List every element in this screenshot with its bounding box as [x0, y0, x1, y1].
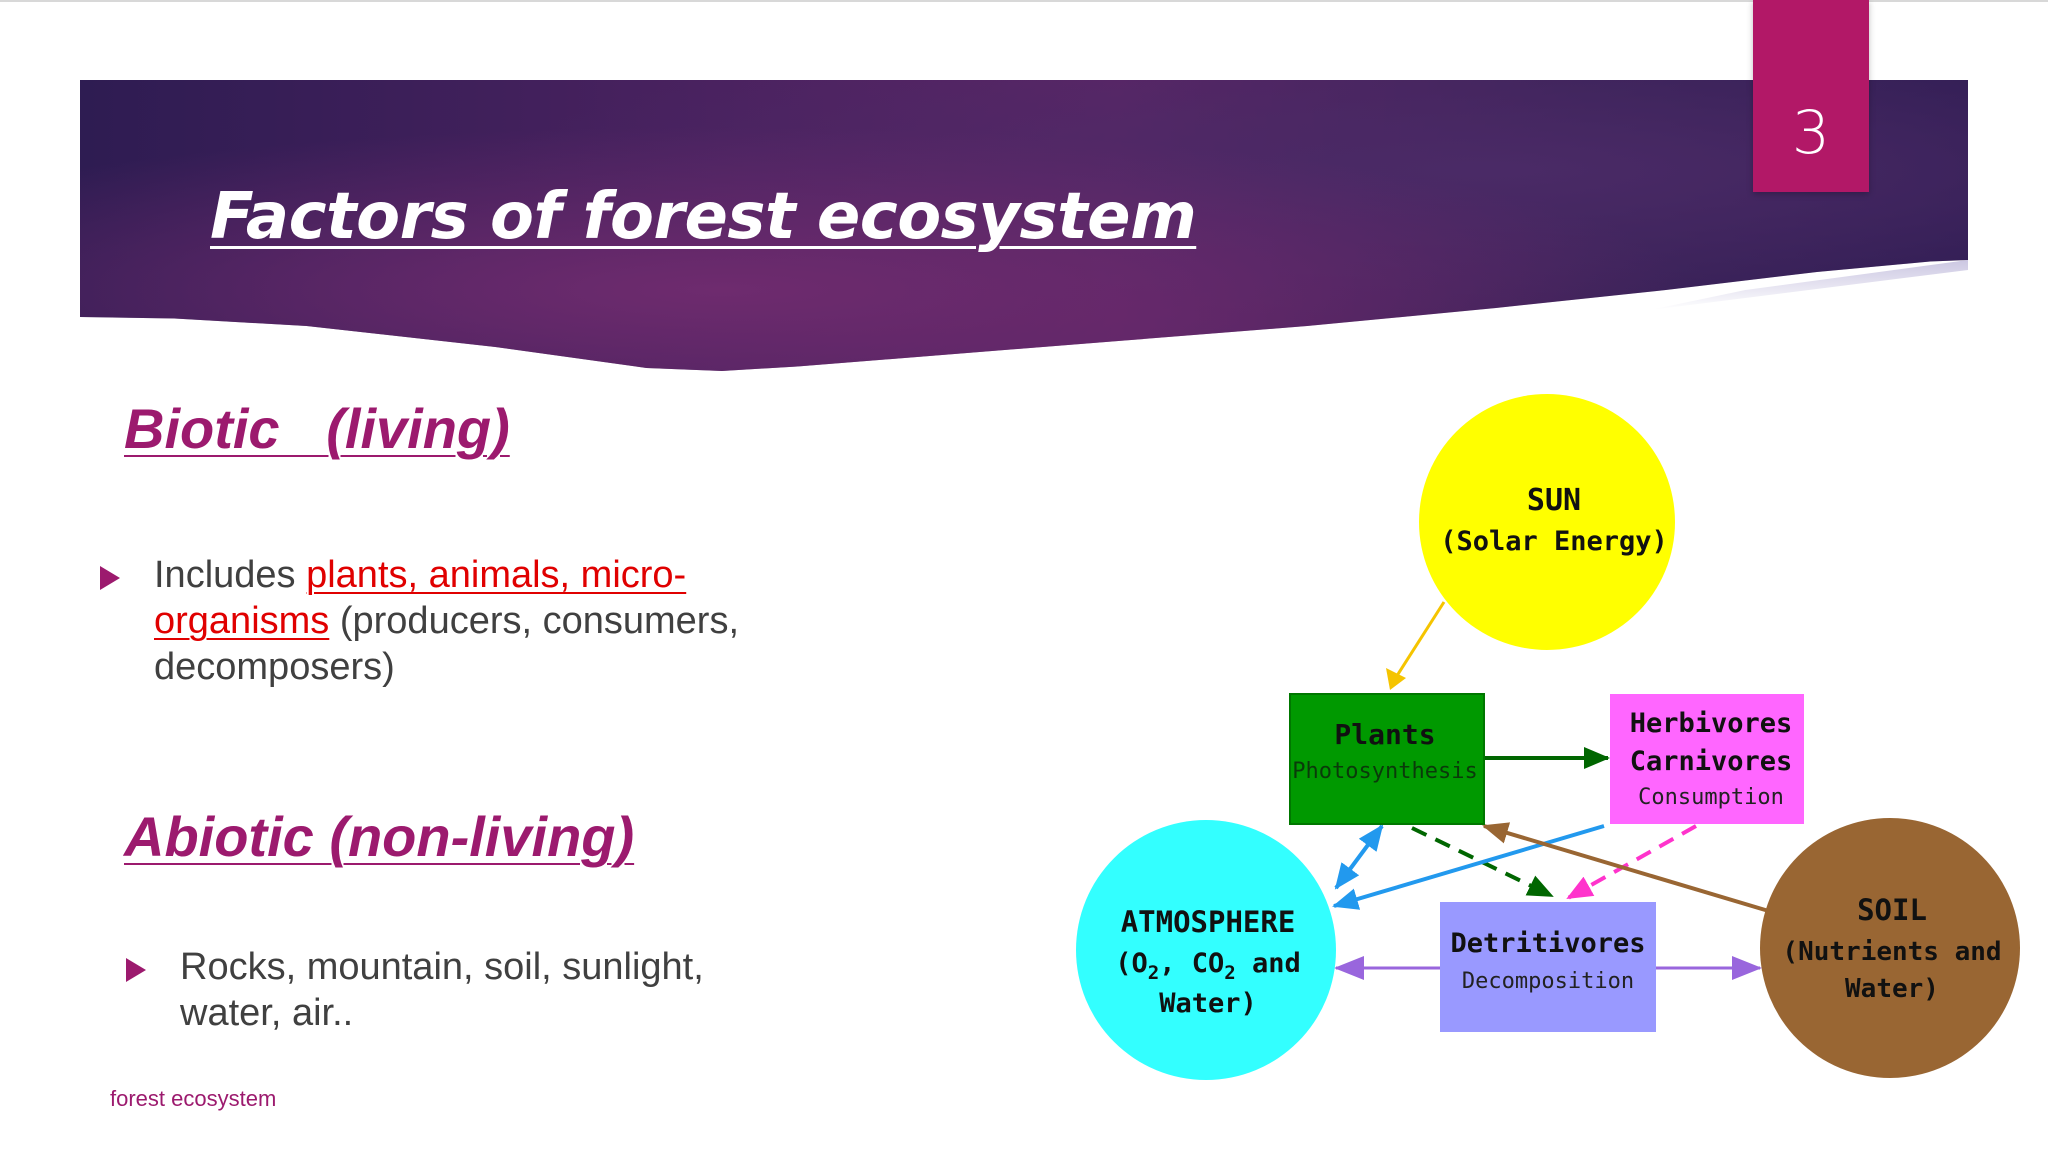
plants-sublabel: Photosynthesis: [1292, 759, 1477, 784]
biotic-description: Includes plants, animals, micro- organis…: [154, 552, 739, 690]
atmosphere-water-label: Water): [1159, 988, 1257, 1019]
sun-to-plants-arrow: [1391, 601, 1446, 684]
soil-to-plants-arrow: [1482, 822, 1773, 914]
detritivores-node: [1440, 902, 1656, 1032]
biotic-highlight-1: plants, animals, micro-: [306, 554, 687, 596]
abiotic-line-1: Rocks, mountain, soil, sunlight,: [180, 946, 704, 988]
top-border-line: [0, 0, 2048, 2]
soil-nutrients-label: (Nutrients and: [1782, 937, 2001, 967]
consumers-node: [1610, 694, 1804, 824]
biotic-text-before: Includes: [154, 554, 307, 596]
plants-atmosphere-arrow: [1334, 824, 1384, 890]
atmosphere-label: ATMOSPHERE: [1121, 905, 1296, 939]
sun-sublabel: (Solar Energy): [1440, 526, 1668, 557]
biotic-line-1: Includes plants, animals, micro-: [154, 552, 739, 598]
biotic-highlight-2: organisms: [154, 600, 330, 642]
sun-node: [1419, 394, 1675, 650]
slide-title: Factors of forest ecosystem: [210, 180, 1197, 254]
bullet-arrow-icon: [126, 958, 146, 982]
soil-water-label: Water): [1845, 974, 1939, 1004]
abiotic-heading: Abiotic (non-living): [124, 805, 635, 868]
sun-label: SUN: [1527, 483, 1581, 518]
biotic-line-2: organisms (producers, consumers,: [154, 598, 739, 644]
soil-label: SOIL: [1857, 893, 1927, 927]
detritivores-label: Detritivores: [1450, 928, 1645, 959]
decomposition-label: Decomposition: [1462, 969, 1634, 994]
carnivores-label: Carnivores: [1630, 746, 1793, 777]
abiotic-line-2: water, air..: [180, 992, 354, 1034]
plants-label: Plants: [1334, 718, 1435, 751]
herbivores-label: Herbivores: [1630, 708, 1793, 739]
slide-number-tab: 3: [1753, 0, 1869, 192]
slide-number: 3: [1791, 98, 1831, 168]
atmosphere-gases-label: (O2, CO2 and: [1115, 948, 1300, 984]
atmosphere-node: [1076, 820, 1336, 1080]
biotic-heading: Biotic (living): [124, 397, 510, 460]
biotic-text-after: (producers, consumers,: [329, 600, 740, 642]
plants-node: [1289, 693, 1485, 825]
ecosystem-diagram: SUN (Solar Energy) Plants Photosynthesis…: [1076, 394, 2020, 1080]
slide-footer: forest ecosystem: [110, 1086, 277, 1111]
consumers-to-atmosphere-arrow: [1332, 824, 1605, 910]
consumption-label: Consumption: [1638, 785, 1784, 810]
consumers-to-detritivores-arrow: [1566, 824, 1697, 900]
abiotic-description: Rocks, mountain, soil, sunlight, water, …: [180, 944, 704, 1036]
bullet-arrow-icon: [100, 566, 120, 590]
soil-node: [1760, 818, 2020, 1078]
biotic-line-3: decomposers): [154, 646, 395, 688]
sun-to-plants-arrowhead: [1386, 668, 1406, 690]
